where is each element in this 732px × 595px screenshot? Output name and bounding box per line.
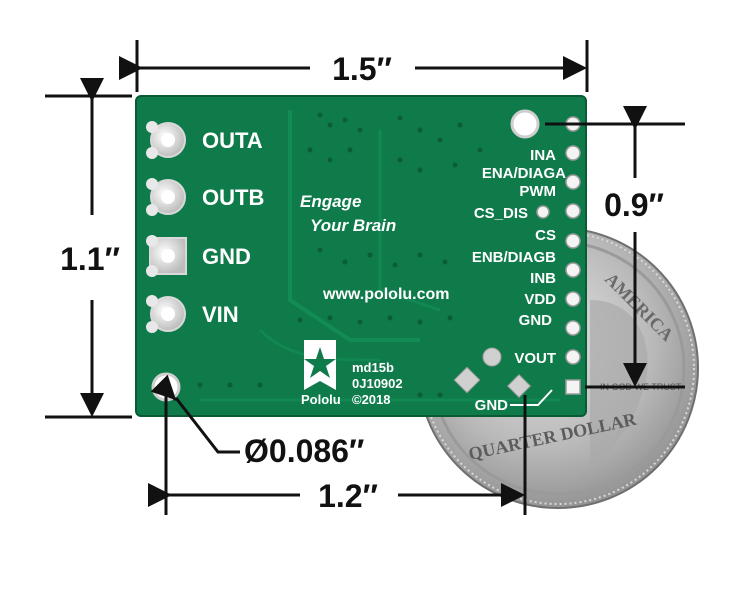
pin-label-cs-dis: CS_DIS (474, 205, 528, 222)
label-gnd-left: GND (202, 244, 251, 269)
vout-pad (482, 347, 502, 367)
pin-label-gnd: GND (519, 312, 553, 329)
arrow-heads-extra (150, 374, 178, 402)
dimension-lines (45, 40, 685, 515)
gnd-pad-diamond (506, 373, 532, 399)
website-url: www.pololu.com (322, 286, 450, 303)
pin-label-vdd: VDD (524, 291, 556, 308)
label-outb: OUTB (202, 185, 264, 210)
terminal-pad-vin (146, 295, 186, 333)
pin-label-ina: INA (530, 147, 556, 164)
dim-height-label: 1.1″ (60, 241, 120, 277)
pin-label-enb-diagb: ENB/DIAGB (472, 249, 556, 266)
slogan-line-1: Engage (300, 192, 361, 211)
copyright: ©2018 (352, 392, 391, 407)
dim-pin-spacing-label: 0.9″ (604, 187, 664, 223)
pin-label-vout: VOUT (514, 350, 556, 367)
brand-name: Pololu (301, 392, 341, 407)
part-number: md15b (352, 360, 394, 375)
dim-hole-spacing-label: 1.2″ (318, 478, 378, 514)
circuit-board: OUTA OUTB GND VIN Engage Your Brain www.… (135, 95, 587, 417)
dim-width-label: 1.5″ (332, 51, 392, 87)
pin-label-cs: CS (535, 227, 556, 244)
pin-header-pads (536, 116, 581, 395)
pin-label-pwm: PWM (519, 183, 556, 200)
lot-code: 0J10902 (352, 376, 403, 391)
pin-label-inb: INB (530, 270, 556, 287)
pin-label-ena-diaga: ENA/DIAGA (482, 165, 566, 182)
gnd-pad-square (453, 366, 481, 394)
terminal-pad-outb (146, 178, 186, 216)
slogan-line-2: Your Brain (310, 216, 396, 235)
label-vin: VIN (202, 302, 239, 327)
mounting-hole-top-right (510, 109, 540, 139)
terminal-pad-gnd (146, 235, 187, 277)
terminal-pad-outa (146, 121, 186, 159)
dim-hole-diameter-label: Ø0.086″ (244, 433, 364, 469)
pin-label-gnd-bottom: GND (475, 397, 509, 414)
label-outa: OUTA (202, 128, 263, 153)
pololu-logo (304, 340, 336, 390)
